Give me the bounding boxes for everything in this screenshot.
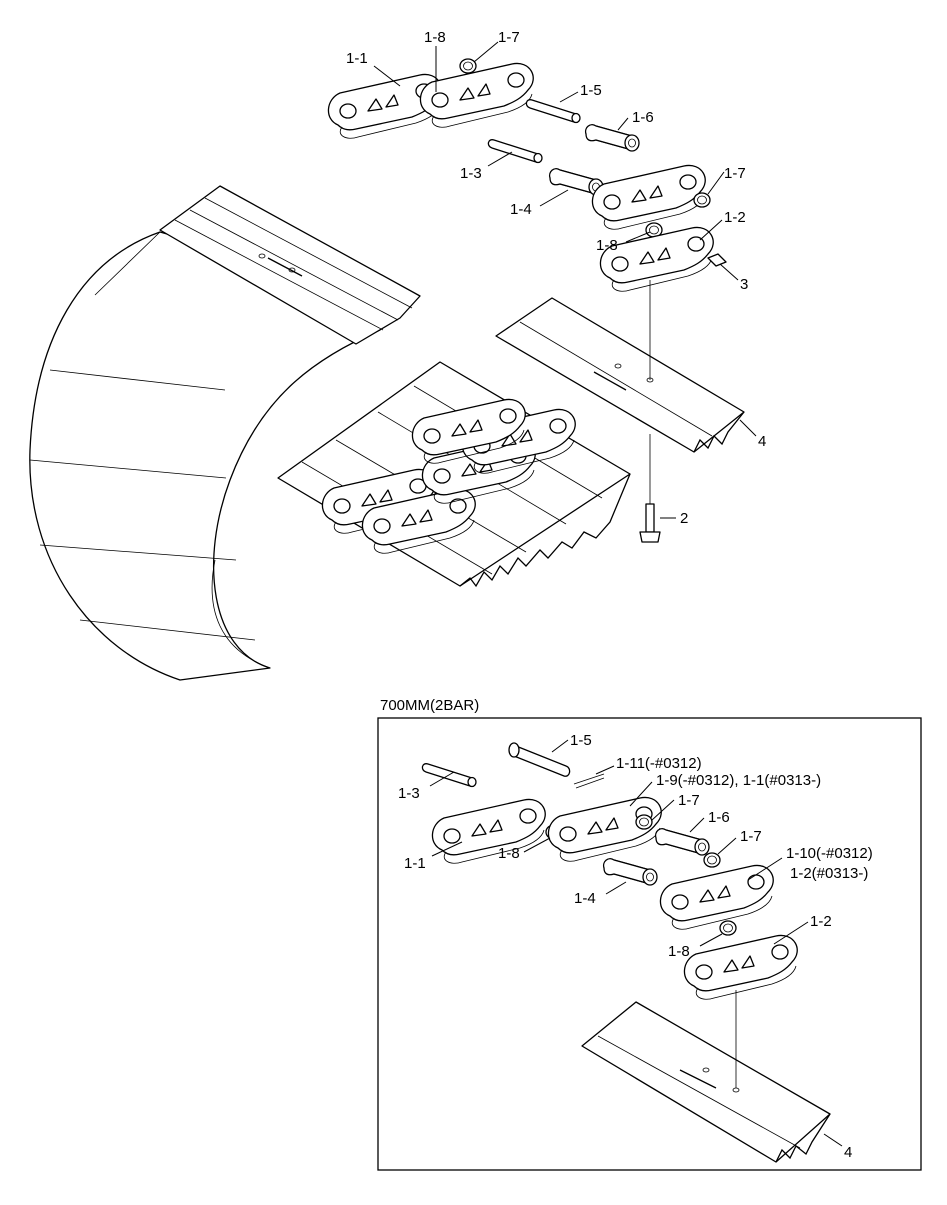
detail-label-1-7-b: 1-7 [740, 828, 762, 845]
label-1-5: 1-5 [580, 82, 602, 99]
label-1-1: 1-1 [346, 50, 368, 67]
part-1-2-link-a [591, 164, 706, 230]
exploded-parts-top [327, 41, 757, 543]
detail-label-1-4: 1-4 [574, 890, 596, 907]
detail-box-frame [377, 717, 922, 1171]
part-1-7-ring [459, 58, 477, 74]
label-2: 2 [680, 510, 688, 527]
label-4: 4 [758, 433, 766, 450]
label-1-3: 1-3 [460, 165, 482, 182]
label-1-8-top: 1-8 [424, 29, 446, 46]
part-1-6-bush [584, 124, 640, 152]
label-1-7-mid: 1-7 [724, 165, 746, 182]
detail-label-1-8-b: 1-8 [668, 943, 690, 960]
detail-label-1-5: 1-5 [570, 732, 592, 749]
label-1-4: 1-4 [510, 201, 532, 218]
detail-part-1-8-b [719, 920, 737, 936]
detail-part-4-shoe [581, 1001, 831, 1163]
detail-part-1-7-a [635, 814, 653, 830]
label-1-7-top: 1-7 [498, 29, 520, 46]
part-1-5-pin [525, 99, 581, 124]
part-1-7-ring-mid [693, 192, 711, 208]
detail-label-1-8-a: 1-8 [498, 845, 520, 862]
detail-part-1-7-b [703, 852, 721, 868]
upper-callout-labels: 1-1 1-8 1-7 1-5 1-6 1-3 1-4 1-7 1-2 1-8 … [346, 29, 766, 527]
label-1-8-mid: 1-8 [596, 237, 618, 254]
part-3-nut [707, 253, 727, 267]
detail-label-1-2-b: 1-2(#0313-) [790, 865, 868, 882]
detail-label-1-9: 1-9(-#0312), 1-1(#0313-) [656, 772, 821, 789]
detail-label-1-1: 1-1 [404, 855, 426, 872]
label-1-2: 1-2 [724, 209, 746, 226]
detail-label-1-2: 1-2 [810, 913, 832, 930]
label-3: 3 [740, 276, 748, 293]
detail-callout-labels: 1-5 1-11(-#0312) 1-9(-#0312), 1-1(#0313-… [398, 732, 873, 1161]
detail-label-1-3: 1-3 [398, 785, 420, 802]
detail-label-1-10: 1-10(-#0312) [786, 845, 873, 862]
detail-label-4: 4 [844, 1144, 852, 1161]
label-1-6: 1-6 [632, 109, 654, 126]
detail-part-1-6-bush [654, 828, 710, 856]
detail-box-title: 700MM(2BAR) [380, 697, 479, 714]
detail-label-1-11: 1-11(-#0312) [616, 755, 702, 772]
detail-part-1-1 [431, 798, 546, 864]
part-1-1-second [419, 62, 534, 128]
detail-label-1-6: 1-6 [708, 809, 730, 826]
part-2-bolt [645, 503, 655, 533]
part-1-3-pin [487, 139, 543, 164]
detail-part-1-4-bush [602, 858, 658, 886]
detail-label-1-7-a: 1-7 [678, 792, 700, 809]
track-assembly-illustration [29, 185, 631, 681]
exploded-parts-detail [421, 739, 843, 1163]
